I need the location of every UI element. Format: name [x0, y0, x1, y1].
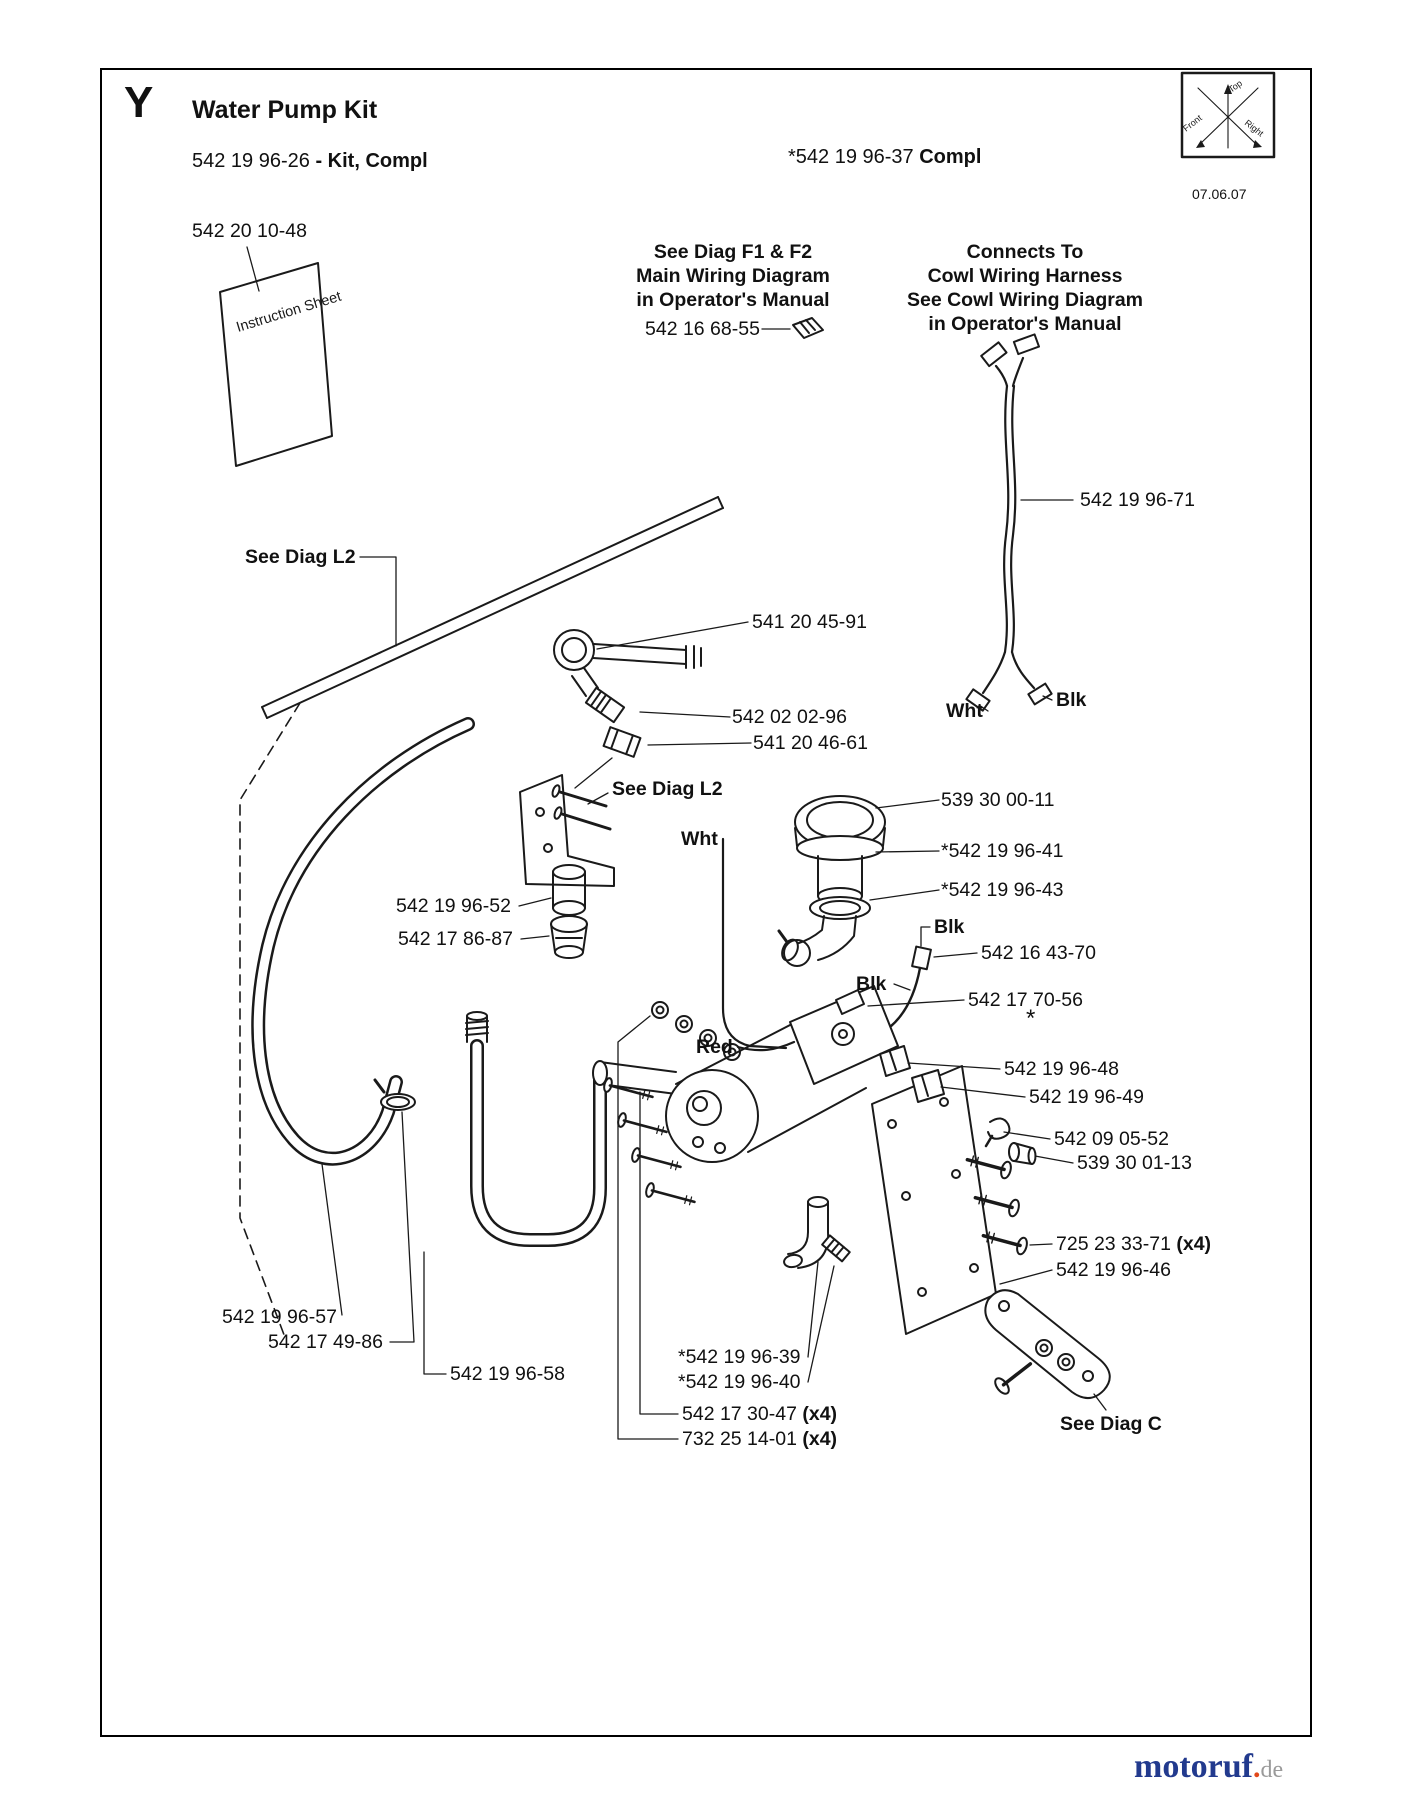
bracket-screws [551, 784, 612, 831]
callout-wht-mid: Wht [681, 828, 718, 850]
callout-542-09-05-52: 542 09 05-52 [1054, 1128, 1169, 1150]
alt-kit-number-line: *542 19 96-37 Compl [788, 146, 982, 168]
kit-number-line: 542 19 96-26 - Kit, Compl [192, 150, 428, 172]
callout-542-17-86-87: 542 17 86-87 [398, 928, 513, 950]
callout-see-diag-c: See Diag C [1060, 1413, 1162, 1435]
callout-blk-upper: Blk [934, 916, 965, 938]
strap-bracket-see-diag-c-drawing [984, 1289, 1111, 1399]
hose-542199657-drawing [251, 717, 475, 1166]
callout-542-19-96-40: *542 19 96-40 [678, 1371, 801, 1393]
callout-red: Red [696, 1036, 733, 1058]
callout-542-16-68-55: 542 16 68-55 [645, 318, 760, 340]
callout-harness-wht: Wht [946, 700, 983, 722]
callout-542-19-96-71: 542 19 96-71 [1080, 489, 1195, 511]
instruction-sheet-drawing: Instruction Sheet [219, 262, 343, 467]
callout-blk-lower: Blk [856, 973, 887, 995]
motoruf-watermark: motoruf.de [1134, 1748, 1284, 1785]
callout-725-23-33-71: 725 23 33-71 (x4) [1056, 1233, 1212, 1255]
water-pump-drawing [665, 985, 899, 1163]
panel-outline-dashed [239, 702, 301, 1341]
callout-732-25-14-01: 732 25 14-01 (x4) [682, 1428, 838, 1450]
fitting-542178687-drawing [550, 915, 588, 959]
union-542199652-drawing [552, 864, 586, 916]
plug-539300113-drawing [1008, 1142, 1037, 1165]
terminal-542199649-drawing [911, 1069, 945, 1103]
callout-542-17-30-47: 542 17 30-47 (x4) [682, 1403, 838, 1425]
callout-542-19-96-48: 542 19 96-48 [1004, 1058, 1119, 1080]
orientation-cube-icon: Top Front Right [1180, 71, 1276, 159]
callout-542-19-96-58: 542 19 96-58 [450, 1363, 565, 1385]
terminal-542199648-drawing [879, 1045, 911, 1077]
leader-lines [246, 246, 1107, 1440]
callout-542-19-96-46: 542 19 96-46 [1056, 1259, 1171, 1281]
note-main-wiring: See Diag F1 & F2 Main Wiring Diagram in … [636, 241, 830, 311]
callout-see-diag-l2-mid: See Diag L2 [612, 778, 723, 800]
tube-542199658-drawing [465, 1011, 607, 1247]
page-title: Water Pump Kit [192, 96, 378, 124]
callout-542-19-96-39: *542 19 96-39 [678, 1346, 801, 1368]
callout-542-16-43-70: 542 16 43-70 [981, 942, 1096, 964]
callout-see-diag-l2-left: See Diag L2 [245, 546, 356, 568]
wiring-harness-drawing [965, 333, 1053, 712]
pump-wire-boss [835, 989, 865, 1015]
callout-harness-blk: Blk [1056, 689, 1087, 711]
strainer-assembly-drawing [777, 795, 886, 967]
callout-542-19-96-41: *542 19 96-41 [941, 840, 1064, 862]
tube-see-diag-l2 [261, 496, 724, 719]
callout-542-19-96-57: 542 19 96-57 [222, 1306, 337, 1328]
callout-541-20-46-61: 541 20 46-61 [753, 732, 868, 754]
callout-asterisk: * [1026, 1005, 1036, 1032]
mounting-bracket-drawing [519, 774, 615, 887]
callout-542-17-49-86: 542 17 49-86 [268, 1331, 383, 1353]
white-wire [721, 837, 788, 1050]
callout-539-30-01-13: 539 30 01-13 [1077, 1152, 1192, 1174]
callout-542-19-96-43: *542 19 96-43 [941, 879, 1064, 901]
revision-date: 07.06.07 [1192, 186, 1247, 202]
section-letter: Y [124, 78, 154, 127]
callout-539-30-00-11: 539 30 00-11 [941, 789, 1055, 811]
wiring-connector-icon [792, 317, 824, 339]
callout-541-20-45-91: 541 20 45-91 [752, 611, 867, 633]
callout-542-19-96-49: 542 19 96-49 [1029, 1086, 1144, 1108]
callout-542-17-70-56: 542 17 70-56 [968, 989, 1083, 1011]
banjo-fitting-assembly [553, 629, 702, 789]
callout-542-02-02-96: 542 02 02-96 [732, 706, 847, 728]
note-cowl-wiring: Connects To Cowl Wiring Harness See Cowl… [906, 241, 1144, 335]
callout-542-19-96-52: 542 19 96-52 [396, 895, 511, 917]
callout-542-20-10-48: 542 20 10-48 [192, 220, 307, 242]
elbow-fitting-542199639-40-drawing [783, 1196, 851, 1269]
hose-clamp-542174986-drawing [373, 1078, 416, 1111]
